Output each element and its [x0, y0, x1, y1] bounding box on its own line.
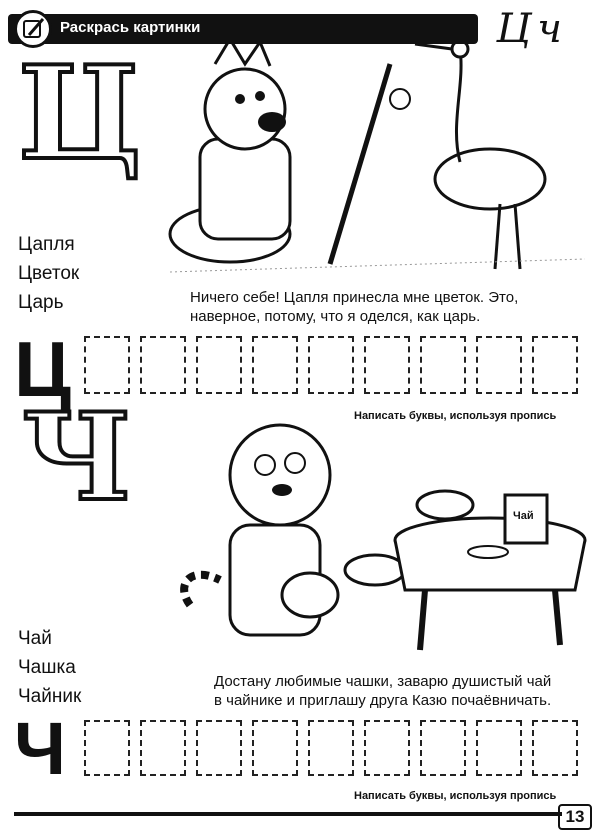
story-line: Достану любимые чашки, заварю душистый ч… — [214, 673, 552, 690]
word-item: Цветок — [18, 263, 80, 284]
instruction-hint: Написать буквы, используя пропись — [354, 790, 557, 802]
page-number: 13 — [558, 804, 592, 830]
trace-cell[interactable] — [308, 336, 354, 394]
trace-cell[interactable] — [140, 336, 186, 394]
trace-row-ts: Ц — [12, 330, 592, 410]
big-letter-ts: Ц — [16, 39, 144, 189]
words-ts: Цапля Цветок Царь — [18, 230, 79, 317]
page-header: Раскрась картинки Цч — [8, 6, 592, 52]
trace-cell[interactable] — [140, 720, 186, 776]
trace-cell[interactable] — [364, 720, 410, 776]
trace-cell[interactable] — [364, 336, 410, 394]
words-ch: Чай Чашка Чайник — [18, 624, 81, 711]
trace-cell[interactable] — [196, 720, 242, 776]
trace-cell[interactable] — [252, 336, 298, 394]
trace-example-letter: Ц — [14, 325, 71, 413]
story-line: наверное, потому, что я оделся, как царь… — [190, 308, 481, 325]
story-ch: Достану любимые чашки, заварю душистый ч… — [214, 672, 551, 710]
trace-cell[interactable] — [84, 720, 130, 776]
pencil-icon — [14, 10, 52, 48]
script-letters: Цч — [496, 6, 568, 52]
header-title: Раскрась картинки — [60, 19, 201, 36]
header-bar — [8, 14, 478, 44]
cat-tea-illustration — [180, 423, 587, 651]
dog-and-heron-illustration — [168, 44, 586, 273]
trace-cell[interactable] — [532, 720, 578, 776]
trace-cell[interactable] — [476, 336, 522, 394]
trace-cell[interactable] — [420, 720, 466, 776]
trace-cell[interactable] — [308, 720, 354, 776]
story-line: Ничего себе! Цапля принесла мне цветок. … — [190, 289, 519, 306]
trace-example-letter: Ч — [14, 707, 66, 790]
word-item: Царь — [18, 292, 64, 313]
word-item: Чай — [18, 628, 52, 649]
trace-cell[interactable] — [532, 336, 578, 394]
trace-cell[interactable] — [84, 336, 130, 394]
story-line: в чайнике и приглашу друга Казю почаёвни… — [214, 692, 552, 709]
trace-cell[interactable] — [196, 336, 242, 394]
trace-row-ch: Ч — [12, 712, 592, 790]
word-item: Цапля — [18, 234, 75, 255]
word-item: Чашка — [18, 657, 76, 678]
big-letter-ch: Ч — [20, 387, 134, 528]
tea-box-label: Чай — [513, 510, 534, 522]
word-item: Чайник — [18, 686, 82, 707]
trace-cell[interactable] — [476, 720, 522, 776]
footer-line — [14, 812, 562, 816]
story-ts: Ничего себе! Цапля принесла мне цветок. … — [190, 288, 518, 326]
trace-cell[interactable] — [420, 336, 466, 394]
instruction-hint: Написать буквы, используя пропись — [354, 410, 557, 422]
trace-cell[interactable] — [252, 720, 298, 776]
